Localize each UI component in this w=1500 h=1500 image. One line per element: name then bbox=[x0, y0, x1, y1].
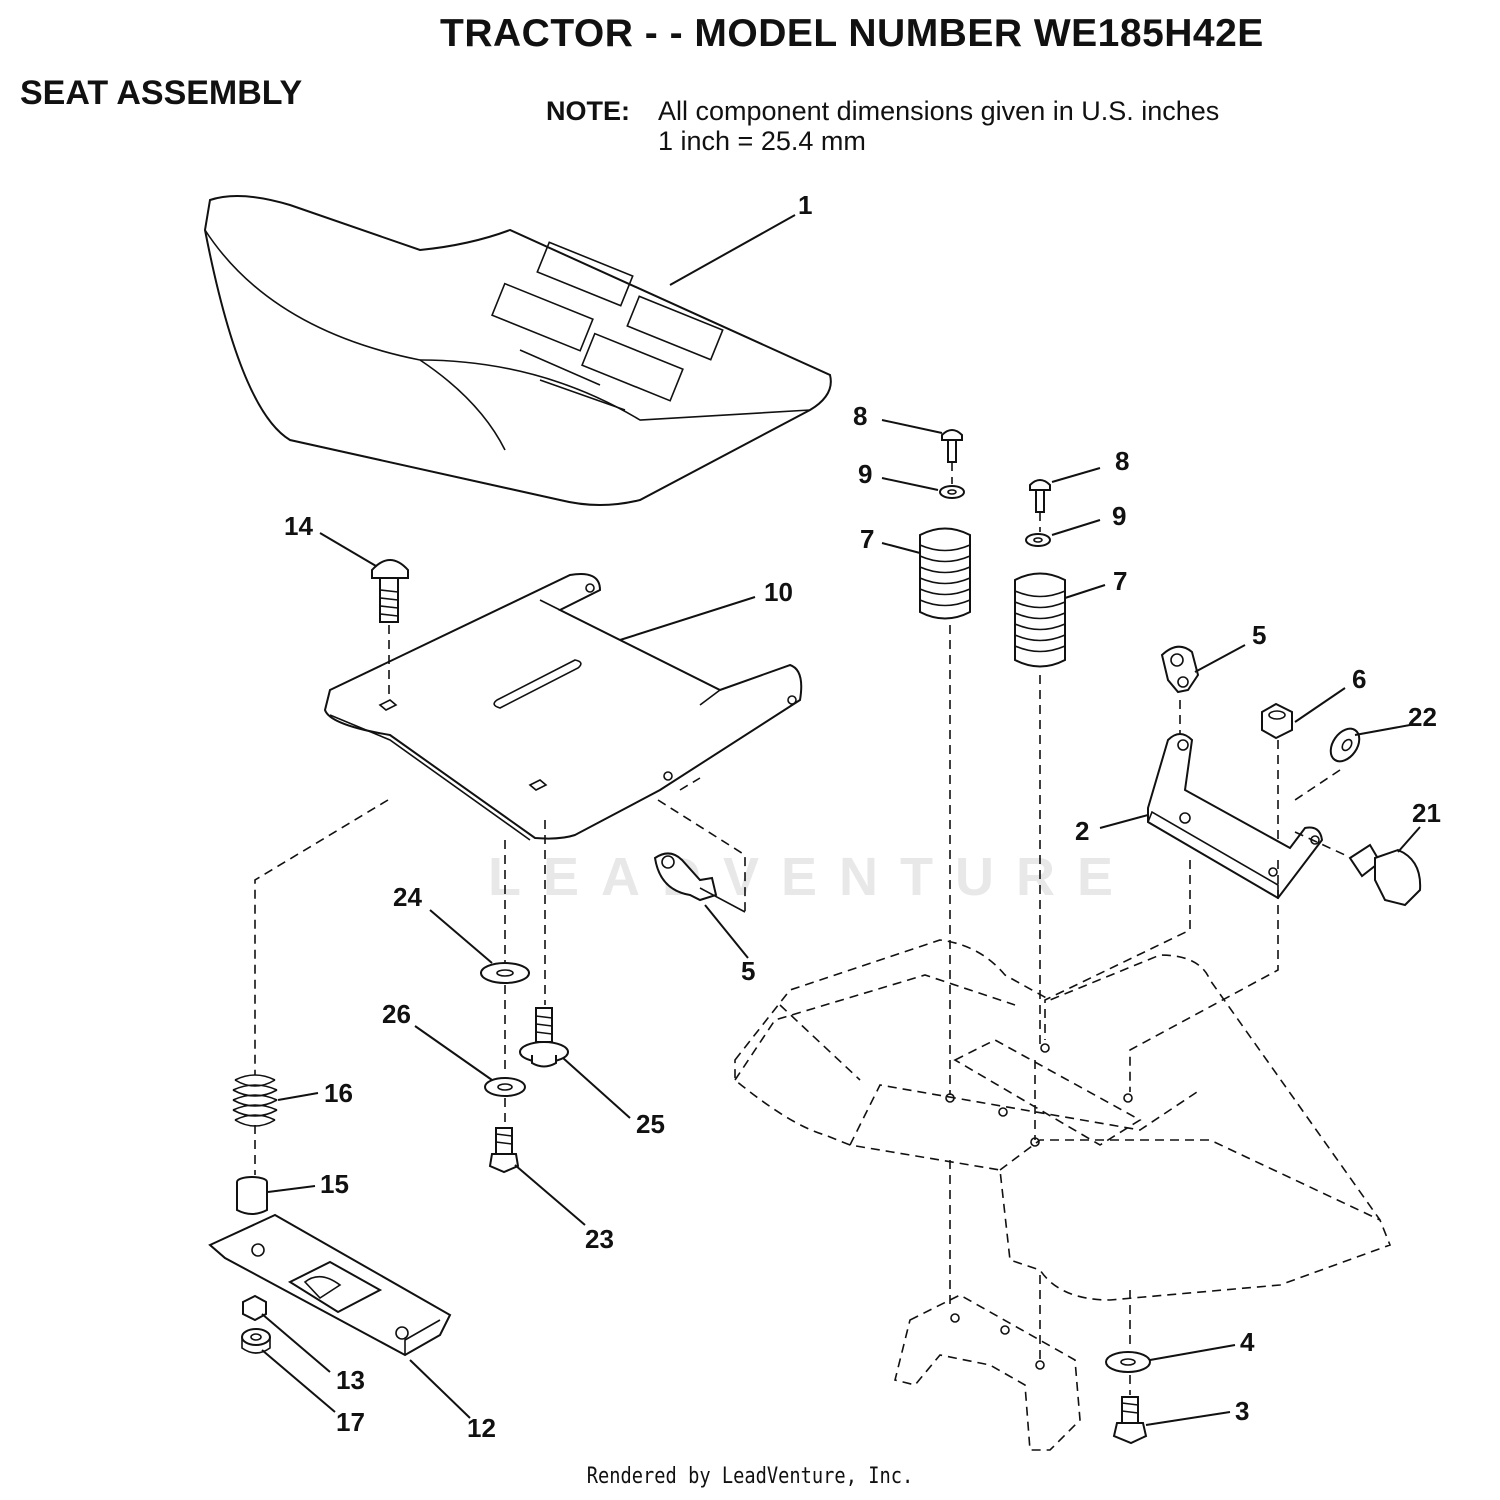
callout-23: 23 bbox=[585, 1224, 614, 1254]
part-14-carriage-bolt[interactable] bbox=[371, 559, 409, 623]
callout-13: 13 bbox=[336, 1365, 365, 1395]
part-17-washer[interactable] bbox=[241, 1328, 271, 1354]
note-label: NOTE: bbox=[546, 96, 630, 126]
part-8-bolt-right[interactable] bbox=[1029, 479, 1051, 513]
footer-credit: Rendered by LeadVenture, Inc. bbox=[586, 1464, 914, 1489]
note-line-2: 1 inch = 25.4 mm bbox=[658, 126, 866, 156]
part-13-nut[interactable] bbox=[242, 1294, 267, 1322]
fender-outline bbox=[734, 860, 1392, 1301]
callout-5-lower: 5 bbox=[741, 956, 755, 986]
part-21-bolt[interactable] bbox=[1348, 843, 1422, 907]
callout-3: 3 bbox=[1235, 1396, 1249, 1426]
part-8-bolt-left[interactable] bbox=[941, 429, 963, 463]
callout-9-left: 9 bbox=[858, 459, 872, 489]
part-6-nut[interactable] bbox=[1261, 702, 1293, 740]
part-23-bolt[interactable] bbox=[488, 1127, 520, 1174]
callout-10: 10 bbox=[764, 577, 793, 607]
callout-6: 6 bbox=[1352, 664, 1366, 694]
callout-26: 26 bbox=[382, 999, 411, 1029]
part-5-clip-lower[interactable] bbox=[653, 852, 746, 913]
part-3-bolt[interactable] bbox=[1112, 1396, 1148, 1445]
part-22-washer[interactable] bbox=[1325, 723, 1365, 766]
callout-7-right: 7 bbox=[1113, 566, 1127, 596]
part-2-bracket[interactable] bbox=[1147, 733, 1324, 900]
part-7-spring-left[interactable] bbox=[919, 527, 971, 620]
callout-17: 17 bbox=[336, 1407, 365, 1437]
callout-8-left: 8 bbox=[853, 401, 867, 431]
callout-16: 16 bbox=[324, 1078, 353, 1108]
callout-14: 14 bbox=[284, 511, 313, 541]
part-12-slide-plate[interactable] bbox=[208, 1213, 452, 1357]
part-16-spring[interactable] bbox=[232, 1074, 278, 1127]
callout-15: 15 bbox=[320, 1169, 349, 1199]
callout-7-left: 7 bbox=[860, 524, 874, 554]
callout-12: 12 bbox=[467, 1413, 496, 1443]
callout-5-upper: 5 bbox=[1252, 620, 1266, 650]
part-25-bolt[interactable] bbox=[519, 1007, 569, 1068]
callout-9-right: 9 bbox=[1112, 501, 1126, 531]
part-4-washer[interactable] bbox=[1105, 1351, 1151, 1373]
callout-25: 25 bbox=[636, 1109, 665, 1139]
part-7-spring-right[interactable] bbox=[1014, 572, 1066, 668]
part-1-seat[interactable] bbox=[203, 195, 832, 506]
callout-21: 21 bbox=[1412, 798, 1441, 828]
page-title: TRACTOR - - MODEL NUMBER WE185H42E bbox=[440, 12, 1264, 55]
part-9-washer-right[interactable] bbox=[1025, 533, 1051, 547]
callout-2: 2 bbox=[1075, 816, 1089, 846]
part-26-washer[interactable] bbox=[484, 1077, 526, 1097]
part-10-seat-pan[interactable] bbox=[323, 573, 803, 841]
callout-22: 22 bbox=[1408, 702, 1437, 732]
callout-4: 4 bbox=[1240, 1327, 1255, 1357]
callout-24: 24 bbox=[393, 882, 422, 912]
part-24-washer[interactable] bbox=[480, 962, 530, 984]
callout-8-right: 8 bbox=[1115, 446, 1129, 476]
lower-bracket-outline bbox=[894, 1160, 1131, 1451]
part-5-clip-upper[interactable] bbox=[1160, 645, 1200, 694]
note-line-1: All component dimensions given in U.S. i… bbox=[658, 96, 1220, 126]
part-15-spacer[interactable] bbox=[236, 1176, 268, 1215]
part-9-washer-left[interactable] bbox=[939, 485, 965, 499]
watermark: LEADVENTURE bbox=[488, 847, 1136, 907]
callout-1: 1 bbox=[798, 190, 812, 220]
section-title: SEAT ASSEMBLY bbox=[20, 74, 303, 112]
